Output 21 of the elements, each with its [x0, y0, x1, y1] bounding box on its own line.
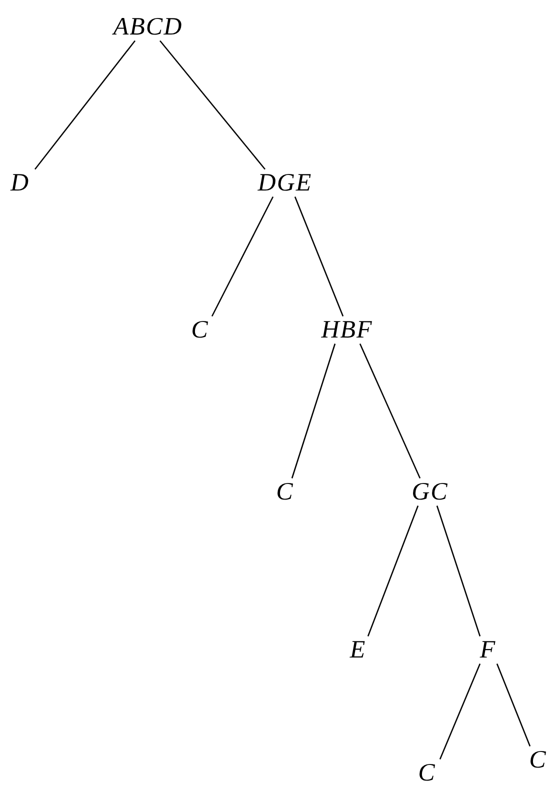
tree-branch-line	[34, 40, 136, 170]
tree-branch-line	[439, 664, 481, 760]
tree-node-label: C	[276, 478, 294, 506]
tree-branch-line	[294, 196, 344, 316]
tree-node-label: ABCD	[113, 13, 183, 41]
tree-node-label: D	[10, 169, 30, 197]
tree-branch-line	[436, 506, 481, 636]
tree-branch-line	[160, 40, 266, 170]
tree-branch-line	[291, 344, 336, 478]
tree-branch-line	[359, 343, 421, 479]
tree-node-label: E	[350, 636, 366, 664]
tree-branch-line	[496, 664, 531, 746]
tree-node-label: C	[418, 759, 436, 785]
tree-node-label: DGE	[258, 169, 312, 197]
tree-branch-line	[367, 506, 419, 636]
tree-node-label: HBF	[321, 316, 373, 344]
tree-branch-line	[211, 196, 274, 317]
tree-node-label: C	[529, 746, 547, 774]
tree-node-label: C	[191, 316, 209, 344]
tree-node-label: GC	[412, 478, 448, 506]
tree-node-label: F	[480, 636, 496, 664]
